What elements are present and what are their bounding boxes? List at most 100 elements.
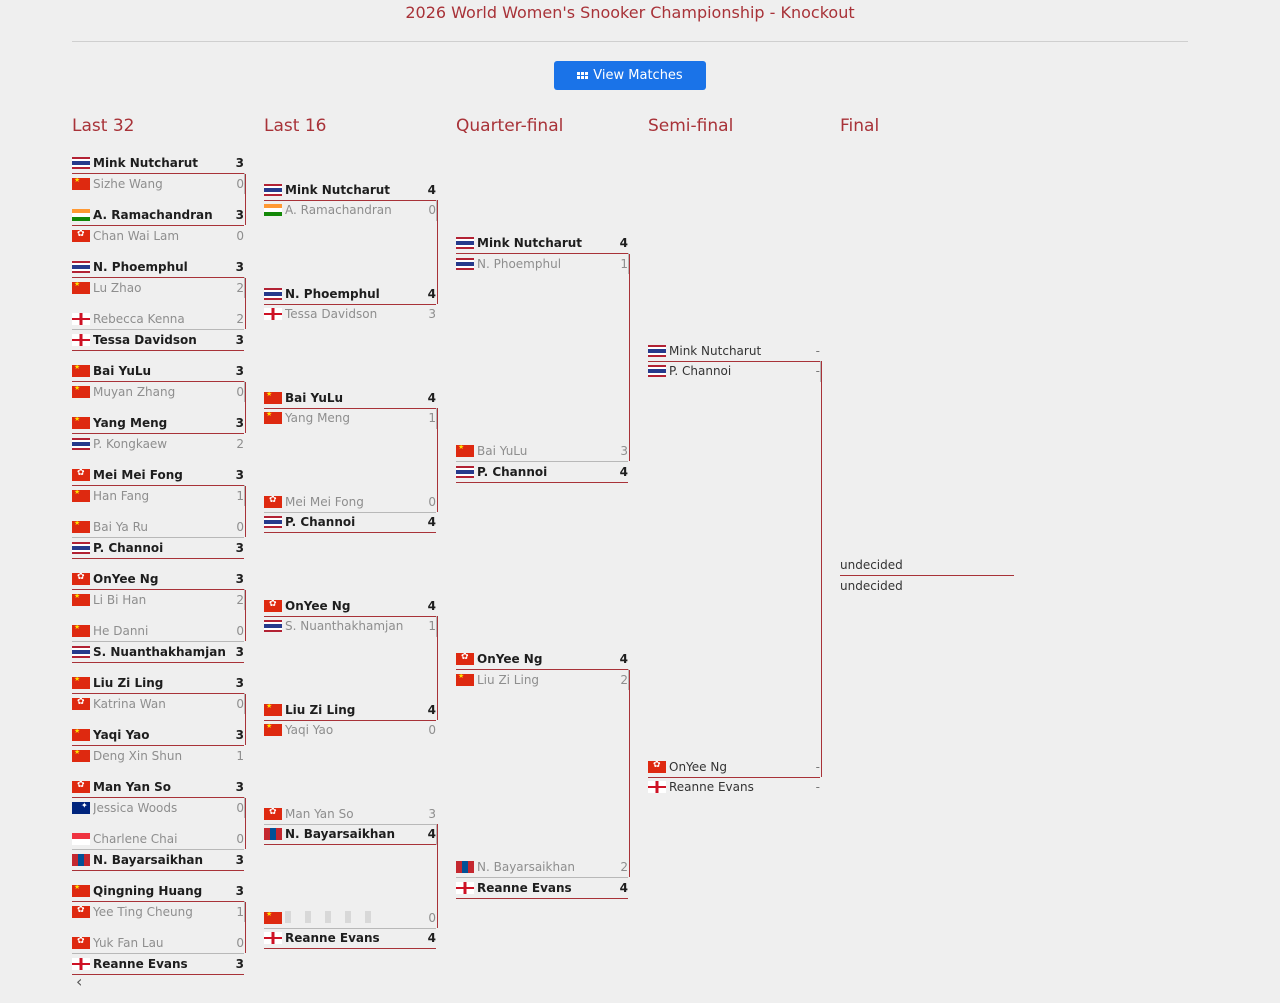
player-name: Liu Zi Ling — [285, 703, 356, 717]
eng-flag-icon — [264, 308, 282, 320]
player-row[interactable]: Bai Ya Ru0 — [72, 517, 244, 537]
view-matches-button[interactable]: View Matches — [554, 61, 706, 90]
player-name: Rebecca Kenna — [93, 312, 185, 326]
match-side-line — [244, 693, 245, 714]
player-row[interactable]: undecided — [840, 555, 1012, 575]
bracket-connector — [629, 670, 630, 877]
player-name: P. Channoi — [285, 515, 356, 529]
player-row[interactable]: Mink Nutcharut- — [648, 341, 820, 361]
player-score: 3 — [620, 444, 628, 458]
player-score: 0 — [236, 177, 244, 191]
player-name: Reanne Evans — [669, 780, 754, 794]
hkg-flag-icon — [72, 469, 90, 481]
obscured-name — [285, 910, 385, 923]
player-row[interactable]: 0 — [264, 908, 436, 928]
view-matches-label: View Matches — [593, 68, 683, 83]
tha-flag-icon — [264, 620, 282, 632]
sgp-flag-icon — [72, 833, 90, 845]
winner-underline — [264, 200, 436, 201]
match-divider — [72, 849, 244, 850]
player-name: Bai YuLu — [285, 391, 344, 405]
grid-icon — [577, 72, 589, 79]
player-row[interactable]: P. Channoi- — [648, 361, 820, 381]
hkg-flag-icon — [72, 937, 90, 949]
chevron-left-icon[interactable]: ‹ — [76, 972, 83, 991]
hkg-flag-icon — [72, 698, 90, 710]
player-row[interactable]: Man Yan So3 — [72, 777, 244, 797]
player-row[interactable]: undecided — [840, 576, 1012, 596]
player-name: Charlene Chai — [93, 832, 178, 846]
chn-flag-icon — [72, 885, 90, 897]
player-name: Bai YuLu — [477, 444, 528, 458]
player-row[interactable]: OnYee Ng4 — [456, 649, 628, 669]
player-row[interactable]: OnYee Ng4 — [264, 596, 436, 616]
winner-underline — [72, 870, 244, 871]
player-row[interactable]: OnYee Ng3 — [72, 569, 244, 589]
player-row[interactable]: Man Yan So3 — [264, 804, 436, 824]
player-score: 3 — [235, 333, 244, 347]
player-name: Yaqi Yao — [93, 728, 150, 742]
player-score: 4 — [427, 287, 436, 301]
player-score: 1 — [236, 905, 244, 919]
player-score: 0 — [236, 229, 244, 243]
title-divider — [72, 41, 1188, 42]
player-score: 3 — [235, 468, 244, 482]
player-score: 3 — [235, 780, 244, 794]
bracket-connector — [437, 200, 438, 304]
match-side-line — [436, 824, 437, 845]
player-row[interactable]: Reanne Evans- — [648, 777, 820, 797]
player-row[interactable]: Bai YuLu 3 — [456, 441, 628, 461]
player-row[interactable]: Chan Wai Lam 0 — [72, 226, 244, 246]
winner-underline — [264, 532, 436, 533]
player-name: Chan Wai Lam — [93, 229, 180, 243]
player-row[interactable]: OnYee Ng- — [648, 757, 820, 777]
